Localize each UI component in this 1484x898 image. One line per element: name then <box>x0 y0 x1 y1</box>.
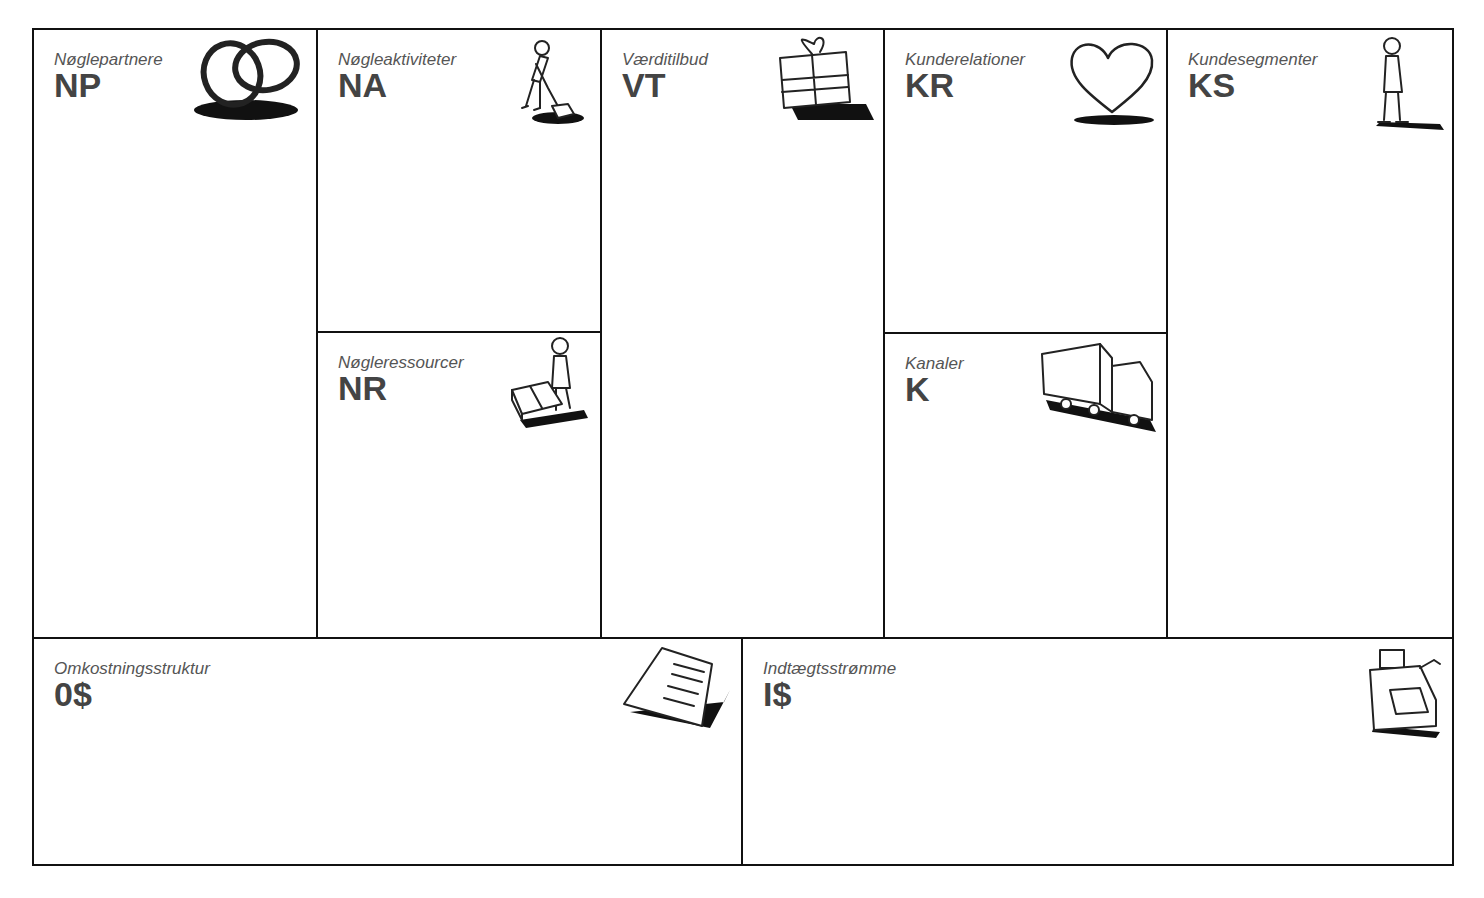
block-code: 0$ <box>54 677 741 713</box>
block-label: Omkostningsstruktur <box>54 659 210 679</box>
block-label: Nøgleaktiviteter <box>338 50 456 70</box>
block-label: Nøgleressourcer <box>338 353 464 373</box>
block-label: Indtægtsstrømme <box>763 659 896 679</box>
block-label: Kunderelationer <box>905 50 1025 70</box>
channels-box: KanalerK <box>883 332 1168 639</box>
activities-box: NøgleaktiviteterNA <box>316 28 602 333</box>
block-code: NA <box>338 68 600 104</box>
rings-icon <box>194 35 301 120</box>
cost-box: Omkostningsstruktur0$ <box>32 637 743 866</box>
digger-icon <box>522 41 584 124</box>
heart-icon <box>1072 44 1154 125</box>
gift-icon <box>780 38 874 120</box>
block-code: VT <box>622 68 883 104</box>
truck-icon <box>1042 344 1156 432</box>
person-icon <box>1376 38 1444 130</box>
resource-icon <box>512 338 588 428</box>
block-label: Værditilbud <box>622 50 708 70</box>
value-box: VærditilbudVT <box>600 28 885 639</box>
register-icon <box>1370 650 1440 738</box>
block-code: NR <box>338 371 600 407</box>
block-code: K <box>905 372 1166 408</box>
block-label: Kundesegmenter <box>1188 50 1317 70</box>
paper-icon <box>624 648 730 728</box>
block-code: I$ <box>763 677 1452 713</box>
block-code: KS <box>1188 68 1452 104</box>
block-label: Kanaler <box>905 354 964 374</box>
revenue-box: IndtægtsstrømmeI$ <box>741 637 1454 866</box>
block-code: NP <box>54 68 316 104</box>
block-code: KR <box>905 68 1166 104</box>
segments-box: KundesegmenterKS <box>1166 28 1454 639</box>
relations-box: KunderelationerKR <box>883 28 1168 334</box>
partners-box: NøglepartnereNP <box>32 28 318 639</box>
block-label: Nøglepartnere <box>54 50 163 70</box>
resources-box: NøgleressourcerNR <box>316 331 602 639</box>
